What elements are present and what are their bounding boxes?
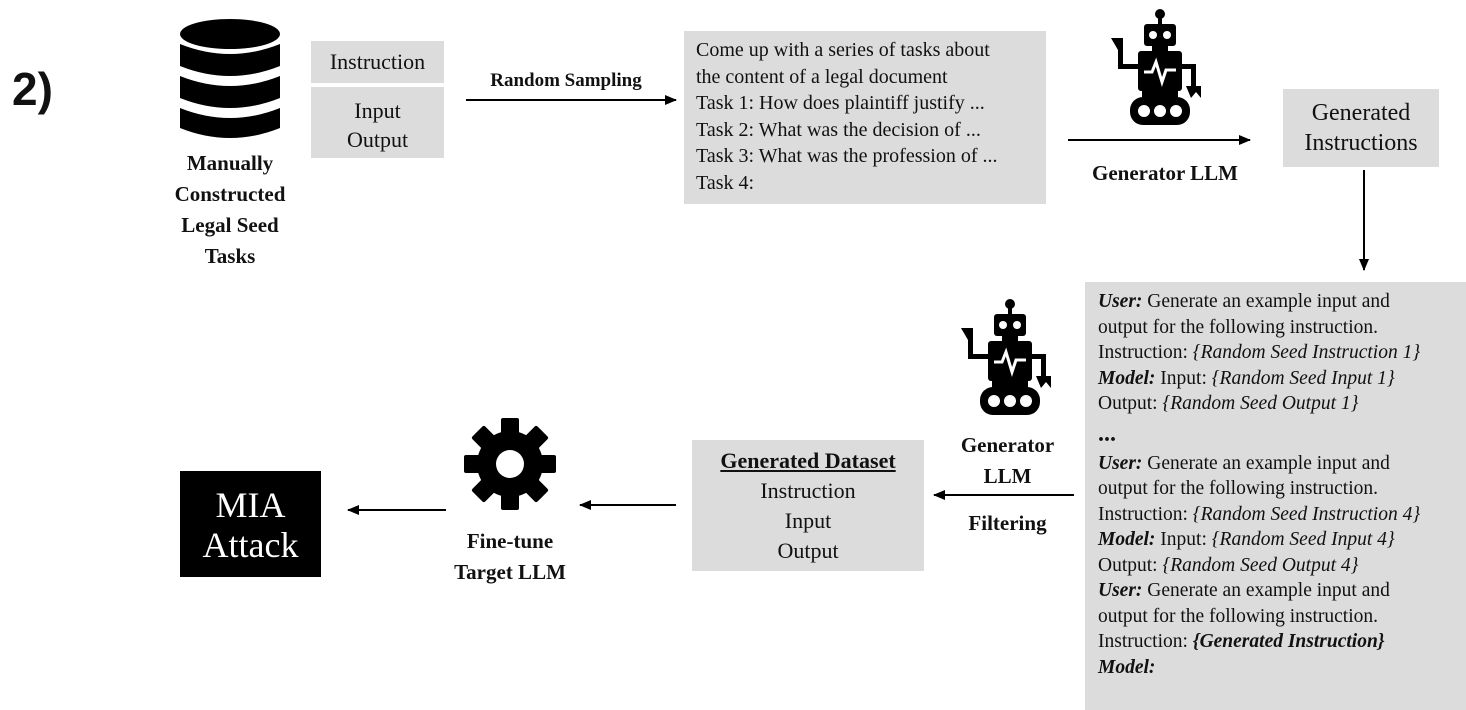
ellipsis: ... (1098, 420, 1116, 447)
robot-icon (961, 299, 1051, 415)
caption-line: Generator (960, 433, 1055, 457)
generator-llm-label: Generator LLM (1092, 161, 1238, 185)
seed-instruction-box: Instruction (311, 41, 444, 83)
seed-output: {Random Seed Output 1} (1162, 393, 1359, 414)
generated-instructions-line: Generated (1311, 100, 1411, 126)
instruction-label: Instruction: (1098, 342, 1188, 363)
random-sampling-label: Random Sampling (490, 70, 642, 91)
dataset-row: Input (784, 508, 832, 533)
caption-line: Manually (186, 151, 274, 175)
generated-dataset-title: Generated Dataset (720, 448, 896, 473)
prompt-line: Task 1: How does plaintiff justify ... (696, 92, 985, 114)
prompt-line: Come up with a series of tasks about (696, 39, 990, 61)
database-icon (180, 19, 280, 138)
seed-input-label: Input (354, 98, 401, 123)
caption-line: Tasks (204, 244, 256, 268)
seed-output: {Random Seed Output 4} (1162, 554, 1359, 576)
mia-attack-box: MIA Attack (180, 471, 321, 577)
generated-instructions-line: Instructions (1304, 130, 1418, 156)
caption-line: Target LLM (454, 560, 566, 584)
caption-line: Constructed (174, 182, 286, 206)
prompt-template-box: User: Generate an example input and outp… (1085, 282, 1466, 710)
seed-instruction: {Random Seed Instruction 1} (1192, 342, 1421, 363)
seed-input-output-box: Input Output (311, 87, 444, 158)
input-label: Input: (1160, 367, 1207, 389)
request-text: output for the following instruction. (1098, 478, 1379, 499)
generator-llm-caption: Generator LLM (940, 430, 1075, 492)
caption-line: Legal Seed (181, 213, 279, 237)
output-label: Output: (1098, 554, 1158, 576)
dataset-row: Output (777, 538, 839, 563)
prompt-line: the content of a legal document (696, 65, 948, 88)
user-label: User: (1098, 580, 1143, 601)
user-label: User: (1098, 291, 1143, 312)
prompt-line: Task 2: What was the decision of ... (696, 118, 981, 141)
instruction-label: Instruction: (1098, 631, 1188, 652)
request-text: Generate an example input and (1147, 452, 1390, 474)
instruction-label: Instruction: (1098, 503, 1188, 525)
prompt-line: Task 3: What was the profession of ... (696, 145, 998, 167)
generated-dataset-box: Generated Dataset Instruction Input Outp… (692, 440, 924, 571)
model-label: Model: (1098, 656, 1156, 678)
seed-output-label: Output (346, 127, 409, 152)
request-text: output for the following instruction. (1098, 316, 1379, 338)
mia-line: Attack (202, 525, 299, 565)
input-label: Input: (1160, 529, 1207, 550)
request-text: output for the following instruction. (1098, 605, 1379, 627)
task-prompt-box: Come up with a series of tasks about the… (684, 31, 1046, 204)
robot-icon (1111, 9, 1201, 125)
user-label: User: (1098, 452, 1143, 474)
generated-instruction: {Generated Instruction} (1192, 631, 1385, 652)
seed-input: {Random Seed Input 1} (1211, 367, 1395, 389)
generated-instructions-box: Generated Instructions (1283, 89, 1439, 167)
filtering-label: Filtering (968, 511, 1047, 535)
dataset-row: Instruction (760, 478, 856, 503)
caption-line: LLM (983, 464, 1032, 488)
prompt-line: Task 4: (696, 171, 755, 194)
seed-instruction: {Random Seed Instruction 4} (1192, 503, 1421, 525)
mia-line: MIA (215, 485, 286, 525)
panel-label: 2) (12, 63, 53, 115)
finetune-caption: Fine-tune Target LLM (420, 526, 600, 588)
gear-icon (464, 418, 556, 510)
caption-line: Fine-tune (466, 529, 554, 553)
seed-tasks-caption: Manually Constructed Legal Seed Tasks (150, 148, 310, 272)
model-label: Model: (1098, 367, 1156, 389)
output-label: Output: (1098, 393, 1158, 414)
seed-input: {Random Seed Input 4} (1211, 529, 1395, 550)
request-text: Generate an example input and (1147, 580, 1390, 601)
request-text: Generate an example input and (1147, 291, 1390, 312)
model-label: Model: (1098, 529, 1156, 550)
